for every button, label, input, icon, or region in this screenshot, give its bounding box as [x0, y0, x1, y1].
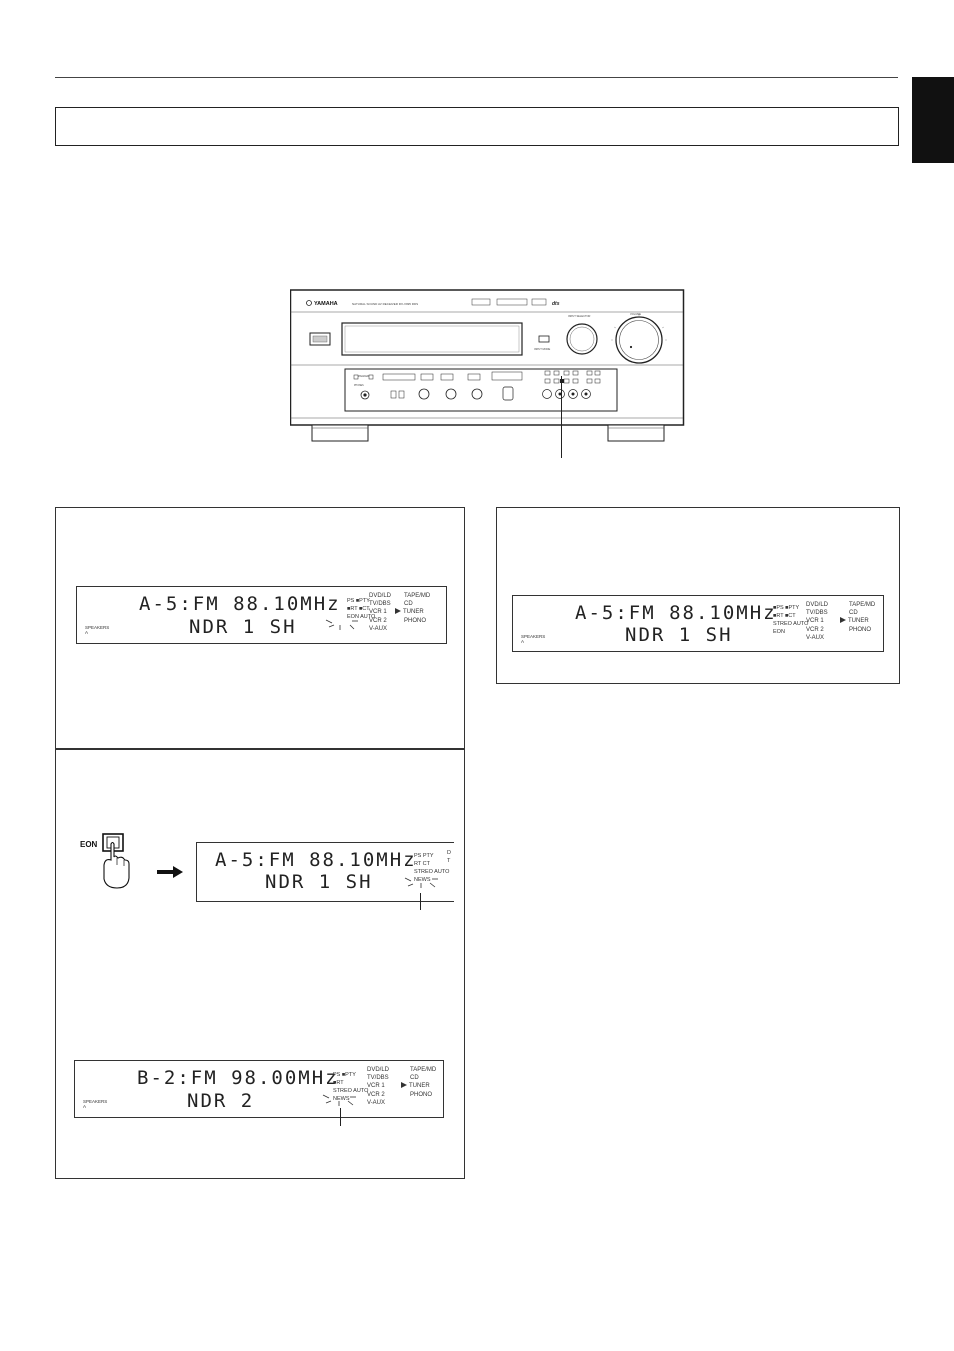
rds-indicators: PS ■PTY ■RT STREO AUTO NEWS — [333, 1072, 369, 1102]
input-tuner-selected: TUNER — [401, 1082, 436, 1090]
rds-indicators: ■PS ■PTY ■RT ■CT STREO AUTO EON — [773, 605, 809, 635]
fl-display-2: A-5:FM 88.10MHz NDR 1 SH SPEAKERS A ■PS … — [512, 595, 884, 652]
display-line-1: A-5:FM 88.10MHz — [215, 849, 417, 871]
input-dvd-ld: DVD/LD — [369, 593, 392, 599]
input-list-right: TAPE/MD CD TUNER PHONO — [401, 1066, 437, 1099]
display-line-1: B-2:FM 98.00MHz — [137, 1067, 339, 1089]
model-text: NATURAL SOUND AV RECEIVER RX-V995 RDS — [352, 302, 418, 306]
callout-line — [561, 376, 562, 458]
input-tv-dbs: TV/DBS — [369, 601, 391, 608]
input-selector-label: INPUT SELECTOR — [568, 314, 591, 318]
input-list-right: TAPE/MD CD TUNER PHONO — [395, 592, 431, 625]
input-tuner-selected: TUNER — [840, 617, 875, 625]
fl-display-1: A-5:FM 88.10MHz NDR 1 SH SPEAKERS A PS ■… — [76, 586, 447, 644]
input-v-aux: V-AUX — [369, 625, 388, 632]
speakers-indicator: SPEAKERS A — [521, 634, 546, 644]
input-v-aux: V-AUX — [806, 634, 825, 641]
selected-arrow-icon — [401, 1082, 407, 1089]
input-mode-label: INPUT MODE — [534, 347, 551, 351]
blinking-eon-icon — [325, 619, 358, 630]
input-vcr2: VCR 2 — [369, 617, 387, 624]
display-line-1: A-5:FM 88.10MHz — [575, 602, 777, 624]
selected-arrow-icon — [395, 608, 401, 615]
input-list-left: DVD/LD TV/DBS VCR 1 VCR 2 V-AUX — [367, 1066, 389, 1107]
rds-indicators: PS PTY RT CT STREO AUTO NEWS — [414, 853, 450, 883]
speakers-label: SPEAKERS — [357, 375, 371, 378]
input-vcr2: VCR 2 — [806, 626, 824, 633]
volume-label: VOLUME — [630, 312, 641, 316]
input-dvd-ld: DVD/LD — [367, 1067, 390, 1073]
eon-button-press-icon[interactable] — [96, 832, 136, 892]
input-cd: CD — [849, 610, 858, 617]
input-vcr1: VCR 1 — [367, 1083, 385, 1090]
section-title-box — [55, 107, 899, 146]
blinking-eon-icon — [404, 877, 438, 888]
input-cd: CD — [404, 601, 413, 608]
input-tape-md: TAPE/MD — [849, 602, 876, 608]
brand-logo: YAMAHA — [314, 301, 338, 307]
input-tape-md: TAPE/MD — [404, 593, 431, 599]
callout-line — [420, 893, 421, 910]
speakers-indicator: SPEAKERS A — [83, 1099, 108, 1109]
display-line-1: A-5:FM 88.10MHz — [139, 593, 341, 615]
display-line-2: NDR 1 SH — [625, 624, 733, 646]
input-list-left: DVD/LD TV/DBS VCR 1 VCR 2 V-AUX — [806, 601, 828, 642]
phones-label: PHONES — [354, 385, 364, 387]
input-vcr1: VCR 1 — [806, 618, 824, 625]
input-v-aux: V-AUX — [367, 1099, 386, 1106]
step-panel-1 — [55, 507, 465, 750]
input-tv-dbs: TV/DBS — [367, 1075, 389, 1082]
svg-text:dts: dts — [552, 301, 560, 307]
fl-display-3: A-5:FM 88.10MHz NDR 1 SH PS PTY RT CT ST… — [196, 842, 454, 902]
input-phono: PHONO — [404, 617, 427, 624]
language-tab — [912, 77, 954, 163]
rds-indicators: PS ■PTY ■RT ■CT EON AUTO — [347, 598, 376, 620]
input-vcr1: VCR 1 — [369, 609, 387, 616]
input-phono: PHONO — [849, 626, 872, 633]
callout-line — [340, 1108, 341, 1126]
display-line-2: NDR 1 SH — [189, 616, 297, 638]
display-line-2: NDR 2 — [187, 1090, 255, 1112]
input-cd: CD — [410, 1075, 419, 1082]
receiver-illustration: YAMAHA NATURAL SOUND AV RECEIVER RX-V995… — [290, 289, 685, 442]
input-list-right: TAPE/MD CD TUNER PHONO — [840, 601, 876, 634]
display-edge-text: D T — [447, 850, 451, 864]
input-tape-md: TAPE/MD — [410, 1067, 437, 1073]
blinking-news-icon — [322, 1094, 356, 1106]
fl-display-4: B-2:FM 98.00MHz NDR 2 SPEAKERS A PS ■PTY… — [74, 1060, 444, 1118]
input-tv-dbs: TV/DBS — [806, 610, 828, 617]
speakers-indicator: SPEAKERS A — [85, 625, 110, 635]
header-rule — [55, 77, 898, 78]
display-line-2: NDR 1 SH — [265, 871, 373, 893]
selected-arrow-icon — [840, 617, 846, 624]
input-tuner-selected: TUNER — [395, 608, 430, 616]
input-dvd-ld: DVD/LD — [806, 602, 829, 608]
step-panel-3 — [496, 507, 900, 684]
input-vcr2: VCR 2 — [367, 1091, 385, 1098]
eon-button-label: EON — [80, 840, 98, 849]
input-phono: PHONO — [410, 1091, 433, 1098]
arrow-right-icon — [157, 866, 183, 878]
step-panel-2 — [55, 748, 465, 1179]
input-list-left: DVD/LD TV/DBS VCR 1 VCR 2 V-AUX — [369, 592, 391, 633]
